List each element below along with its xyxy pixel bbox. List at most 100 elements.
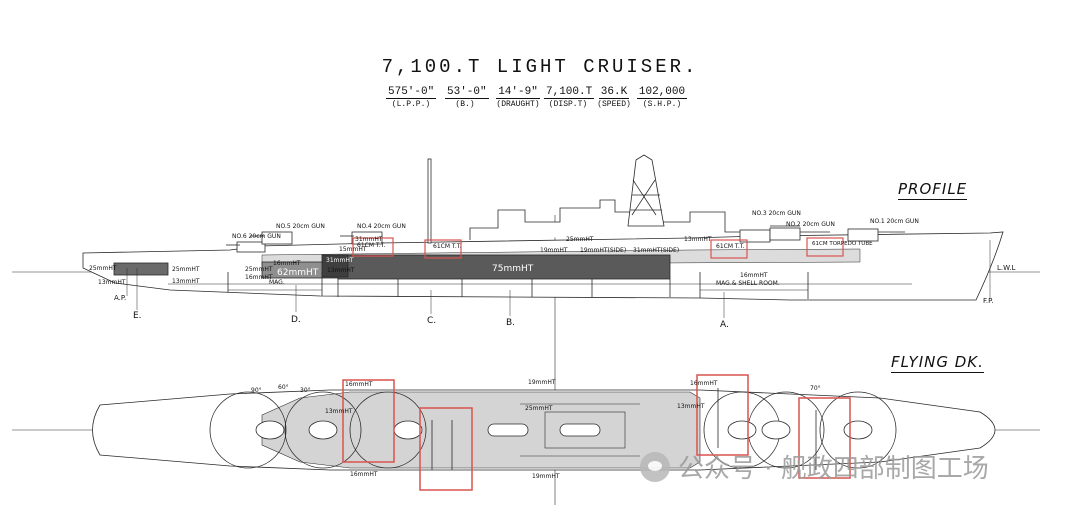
armor-label: 25mmHT: [172, 266, 200, 273]
turret-top: [393, 420, 423, 440]
armor-label: 31mmHT: [672, 263, 700, 270]
gun-label: NO.5 20cm GUN: [276, 223, 325, 230]
section-marker: C.: [427, 316, 436, 326]
turret-top: [308, 420, 338, 440]
armor-label-aft: 62mmHT: [277, 268, 319, 278]
deck-house: [261, 391, 701, 469]
gun-label: NO.3 20cm GUN: [752, 210, 801, 217]
traverse-arc: [819, 391, 897, 469]
watermark: 公众号 · 舰政四部制图工场: [640, 448, 989, 485]
boat: [559, 423, 601, 437]
armor-label: 25mmHT: [566, 236, 594, 243]
spec-value: 7,100.T: [544, 86, 595, 99]
spec-displacement: 7,100.T (DISP.T): [544, 81, 595, 109]
armor-label: 13mmHT: [172, 278, 200, 285]
tower-brace: [631, 179, 656, 216]
torpedo-label: 61CM T.T.: [716, 243, 745, 250]
gun-label: NO.1 20cm GUN: [870, 218, 919, 225]
profile-heading: PROFILE: [898, 180, 968, 200]
flying-deck-labels: 16mmHT 16mmHT 13mmHT 19mmHT 19mmHT 25mmH…: [251, 379, 821, 480]
turret-top: [727, 420, 757, 440]
highlight-box: [424, 239, 462, 259]
torpedo-label: 61CM T.T.: [433, 243, 462, 250]
armor-label: 31mmHT: [355, 236, 383, 243]
armor-label: 16mmHT: [273, 260, 301, 267]
traverse-arc: [209, 391, 287, 469]
armor-label: 16mmHT: [740, 272, 768, 279]
spec-label: (DRAUGHT): [496, 100, 540, 109]
flying-deck-heading: FLYING DK.: [891, 353, 984, 373]
turret-top: [255, 420, 285, 440]
armor-label: 31mmHT: [326, 257, 354, 264]
watermark-text: 公众号 · 舰政四部制图工场: [678, 454, 989, 484]
section-marker: A.: [720, 320, 729, 330]
armor-label-main: 75mmHT: [492, 264, 534, 274]
deck-armor-label: 16mmHT: [345, 381, 373, 388]
spec-label: (L.P.P.): [391, 100, 431, 109]
gun-label: NO.6 20cm GUN: [232, 233, 281, 240]
highlight-box: [696, 374, 749, 456]
superstructure: [469, 199, 740, 240]
main-armor-belt: [337, 254, 671, 280]
highlight-box: [419, 407, 473, 491]
spec-draught: 14'-9" (DRAUGHT): [494, 81, 542, 109]
spec-label: (DISP.T): [548, 100, 588, 109]
gun-label: NO.4 20cm GUN: [357, 223, 406, 230]
highlight-box: [342, 379, 395, 463]
turret-no5: [261, 231, 293, 245]
torpedo-label: 61CM T.T.: [357, 242, 386, 249]
tower-brace: [632, 179, 657, 216]
traverse-arc: [349, 391, 427, 469]
spec-shp: 102,000 (S.H.P.): [636, 81, 688, 109]
turret-no1: [847, 228, 879, 242]
deck-armor-label: 19mmHT: [528, 379, 556, 386]
steering-armor: [113, 262, 169, 276]
catapult-area: [544, 411, 626, 449]
spec-speed: 36.K (SPEED): [594, 81, 634, 109]
torpedo-label: 61CM TORPEDO TUBE: [812, 241, 873, 247]
profile-view: [12, 154, 1040, 505]
armor-label: 31mmHT(SIDE): [633, 247, 679, 254]
spec-value: 102,000: [636, 86, 688, 99]
turret-top: [761, 420, 791, 440]
spec-lpp: 575'-0" (L.P.P.): [386, 81, 437, 109]
deck-armor-label: 13mmHT: [325, 408, 353, 415]
spec-value: 36.K: [598, 86, 630, 99]
spec-beam: 53'-0" (B.): [445, 81, 489, 109]
spec-value: 53'-0": [445, 86, 489, 99]
armor-label: 15mmHT: [339, 246, 367, 253]
profile-labels: NO.6 20cm GUN NO.5 20cm GUN NO.4 20cm GU…: [89, 210, 1015, 330]
wechat-icon: [640, 451, 670, 482]
armor-label: 19mmHT(SIDE): [580, 247, 626, 254]
armor-label: 19mmHT: [540, 247, 568, 254]
armor-label: 13mmHT: [327, 267, 355, 274]
traverse-arc: [284, 391, 362, 469]
spec-label: (SPEED): [597, 100, 631, 109]
highlight-box: [806, 237, 844, 257]
armor-block-31: [321, 254, 349, 278]
angle-label: 90°: [251, 387, 262, 394]
armor-label: 25mmHT: [89, 265, 117, 272]
deck-armor-label: 13mmHT: [677, 403, 705, 410]
marker-lwl: L.W.L: [997, 264, 1015, 272]
armor-label: 13mmHT: [684, 236, 712, 243]
gun-label: NO.2 20cm GUN: [786, 221, 835, 228]
armor-label: 16mmHT: [245, 274, 273, 281]
section-marker: D.: [291, 315, 301, 325]
turret-top: [843, 420, 873, 440]
drawing-title: 7,100.T LIGHT CRUISER.: [381, 56, 699, 78]
forward-tower: [627, 154, 665, 227]
deck-armor-label: 16mmHT: [350, 471, 378, 478]
spec-label: (B.): [455, 100, 475, 109]
spec-value: 575'-0": [386, 86, 437, 99]
aft-mast: [427, 158, 432, 244]
highlight-box: [352, 237, 394, 257]
marker-fp: F.P.: [983, 297, 993, 305]
armor-label: 25mmHT: [245, 266, 273, 273]
boat: [487, 423, 529, 437]
angle-label: 60°: [278, 384, 289, 391]
angle-label: 30°: [300, 387, 311, 394]
spec-value: 14'-9": [496, 86, 540, 99]
highlight-box: [710, 239, 748, 259]
